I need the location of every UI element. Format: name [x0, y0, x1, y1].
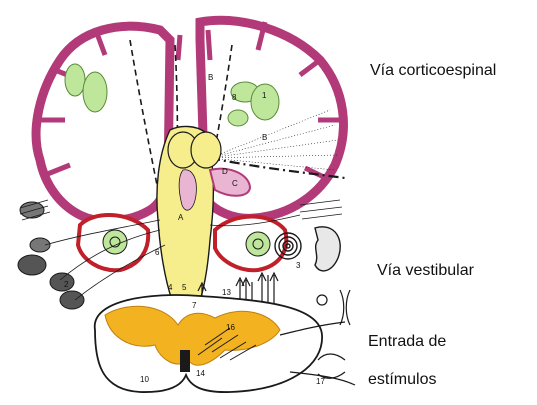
- thalamus-right: [191, 132, 221, 168]
- label-17: 17: [316, 377, 325, 386]
- label-A: A: [178, 213, 184, 222]
- caption-stimulus-input-line1: Entrada de: [368, 333, 446, 351]
- cochlea-icon: [275, 233, 301, 259]
- label-B-upper: B: [208, 73, 213, 82]
- label-10: 10: [140, 375, 149, 384]
- label-3: 3: [296, 261, 301, 270]
- caption-corticospinal: Vía corticoespinal: [370, 62, 496, 80]
- red-nucleus: [179, 170, 196, 210]
- label-13: 13: [222, 288, 231, 297]
- label-2: 2: [64, 280, 69, 289]
- label-B-mid: B: [262, 133, 267, 142]
- label-16: 16: [226, 323, 235, 332]
- label-5: 5: [182, 283, 187, 292]
- label-7: 7: [192, 301, 197, 310]
- label-4: 4: [168, 283, 173, 292]
- central-canal-bundle: [180, 350, 190, 372]
- label-1: 1: [262, 91, 267, 100]
- ear-icon: [315, 227, 340, 271]
- label-14: 14: [196, 369, 205, 378]
- label-C: C: [232, 179, 238, 188]
- caption-vestibular: Vía vestibular: [377, 262, 474, 280]
- caption-stimulus-input-line2: estímulos: [368, 371, 436, 389]
- label-8: 8: [232, 93, 237, 102]
- label-6: 6: [155, 248, 160, 257]
- label-D: D: [222, 167, 228, 176]
